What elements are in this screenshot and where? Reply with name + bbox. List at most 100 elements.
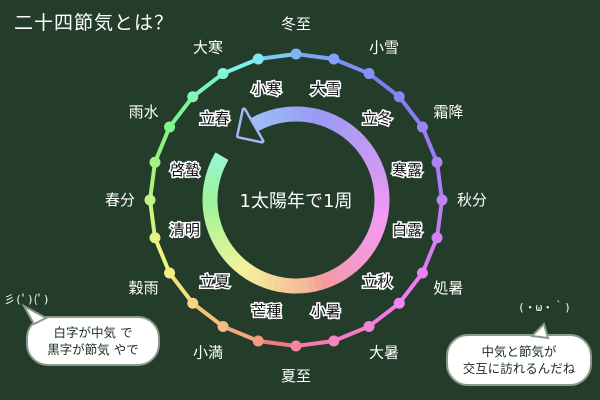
sekki-label: 小暑 <box>311 302 341 320</box>
right-bubble-line-2: 交互に訪れるんだね <box>462 361 576 376</box>
cycle-arc-segment <box>238 261 254 279</box>
ring-segment <box>294 52 336 61</box>
sekki-label: 大雪 <box>311 80 341 98</box>
page-title: 二十四節気とは？ <box>14 12 175 34</box>
term-marker <box>149 156 161 168</box>
cycle-arc-segment <box>317 110 330 127</box>
term-marker <box>416 121 428 133</box>
term-marker <box>290 340 302 352</box>
cycle-arc-segment <box>371 176 389 188</box>
cycle-arc-segment <box>354 137 371 153</box>
cycle-arc-segment <box>269 108 282 125</box>
sekki-label: 清明 <box>170 221 200 239</box>
cycle-arc-segment <box>284 106 294 123</box>
cycle-arc-segment <box>211 152 229 167</box>
cycle-arc-segment <box>365 229 383 243</box>
center-caption: 1太陽年で1周 <box>240 191 353 212</box>
term-marker <box>187 91 199 103</box>
cycle-arc-segment <box>329 115 344 133</box>
ring-segment <box>331 56 371 76</box>
term-marker <box>290 48 302 60</box>
cycle-arc-segment <box>262 109 275 127</box>
cycle-arc-segment <box>257 271 271 289</box>
term-marker <box>431 232 443 244</box>
cycle-arc-segment <box>349 131 367 149</box>
ring-segment <box>221 324 261 344</box>
ring-segment <box>256 52 298 61</box>
cycle-arc-segment <box>323 112 337 130</box>
cycle-arc-segment <box>362 235 380 250</box>
cycle-arc-segment <box>355 245 372 262</box>
cycle-arrow-fill <box>238 109 262 142</box>
term-marker <box>363 68 375 80</box>
ring-segment <box>152 235 172 275</box>
sekki-label: 立秋 <box>362 272 392 290</box>
right-bubble-tail <box>529 322 550 340</box>
cycle-arc-segment <box>298 106 308 123</box>
ring-segment <box>420 235 440 275</box>
cycle-arc-segment <box>368 223 386 237</box>
sekki-label: 芒種 <box>251 302 281 320</box>
cycle-arc-segment <box>367 162 385 176</box>
cycle-arc-segment <box>350 250 368 267</box>
term-marker <box>149 232 161 244</box>
cycle-arc-segment <box>361 149 379 164</box>
cycle-arc-segment <box>340 122 356 140</box>
cycle-arc-segment <box>373 205 390 215</box>
chuki-label: 霜降 <box>433 103 463 121</box>
term-marker <box>217 320 229 332</box>
cycle-arc-segment <box>264 273 277 291</box>
term-marker <box>144 194 156 206</box>
term-marker <box>252 335 264 347</box>
ring-segment <box>190 71 225 99</box>
cycle-arc-segment <box>227 253 244 270</box>
cycle-arc-segment <box>203 208 220 219</box>
cycle-arc-segment <box>373 183 390 194</box>
ring-segment <box>294 339 336 348</box>
cycle-arc-segment <box>370 217 388 230</box>
term-marker <box>393 297 405 309</box>
cycle-arc-segment <box>244 265 259 283</box>
cycle-arc-segment <box>204 172 221 185</box>
ring-segment <box>167 271 195 306</box>
cycle-arc-segment <box>203 180 220 191</box>
cycle-arc-segment <box>214 237 232 253</box>
cycle-arc-segment <box>341 259 357 277</box>
sekki-label: 寒露 <box>392 161 422 179</box>
term-marker <box>363 320 375 332</box>
chuki-label: 夏至 <box>281 367 311 385</box>
cycle-arc-segment <box>210 232 228 247</box>
right-speech-bubble: 中気と節気が 交互に訪れるんだね <box>446 334 592 386</box>
cycle-arc-segment <box>208 226 225 240</box>
cycle-arc-segment <box>311 108 323 125</box>
cycle-arc-segment <box>335 263 351 281</box>
cycle-arc-segment <box>202 201 219 211</box>
cycle-arc-segment <box>324 270 338 288</box>
cycle-arc-segment <box>277 107 288 124</box>
chuki-label: 小雪 <box>369 39 399 57</box>
chuki-label: 大寒 <box>193 39 223 57</box>
ring-segment <box>148 198 157 240</box>
chuki-label: 処暑 <box>433 279 463 297</box>
cycle-arc-segment <box>206 165 223 179</box>
left-character-face: 彡(ﾟ)(ﾟ) <box>4 293 50 306</box>
cycle-arc-segment <box>271 275 283 293</box>
cycle-arc-segment <box>312 274 325 292</box>
sekki-label: 啓蟄 <box>170 161 200 179</box>
term-marker <box>187 297 199 309</box>
sekki-label: 立冬 <box>362 110 392 128</box>
ring-segment <box>256 339 298 348</box>
left-bubble-line-1: 白字が中気 で <box>53 325 133 340</box>
term-marker <box>393 91 405 103</box>
cycle-arc-segment <box>208 158 226 173</box>
term-marker <box>164 267 176 279</box>
cycle-arc-segment <box>232 257 249 275</box>
sekki-label: 小寒 <box>251 80 281 98</box>
right-character-face: (・ω・｀) <box>518 301 571 314</box>
term-marker <box>416 267 428 279</box>
cycle-arc-segment <box>218 243 235 259</box>
cycle-arc-segment <box>202 187 219 197</box>
term-marker <box>164 121 176 133</box>
cycle-arc-segment <box>204 214 221 226</box>
